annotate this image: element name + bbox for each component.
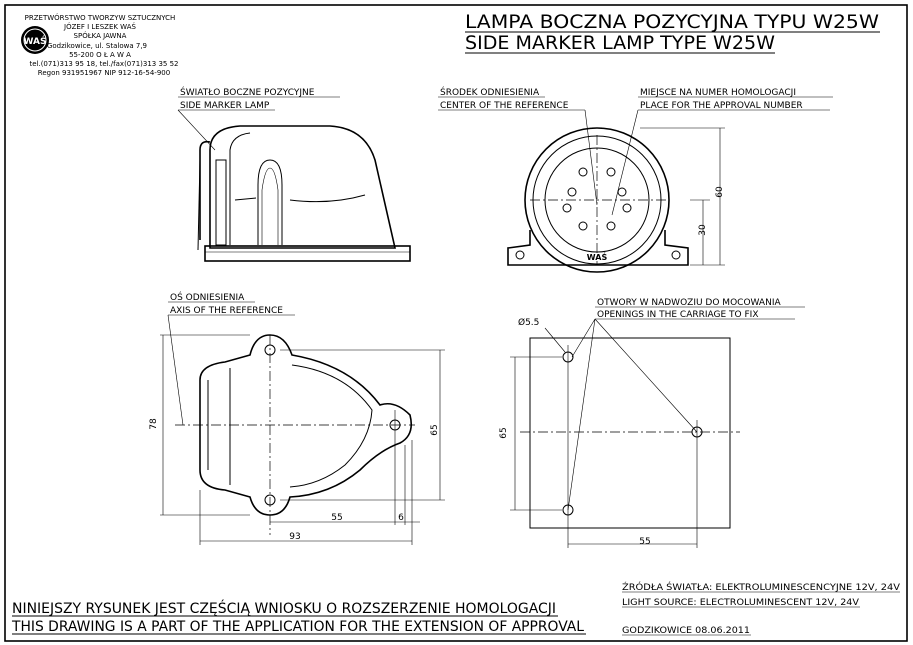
dim-top-hole-spacing: 65 — [430, 424, 440, 435]
dim-top-length-55: 55 — [331, 513, 342, 523]
label-side-lamp-en: SIDE MARKER LAMP — [180, 101, 270, 111]
dim-top-height: 78 — [149, 418, 159, 430]
top-view: 78 65 55 6 93 — [149, 334, 445, 545]
note-pl: NINIEJSZY RYSUNEK JEST CZĘŚCIĄ WNIOSKU O… — [12, 599, 556, 617]
label-approval-pl: MIEJSCE NA NUMER HOMOLOGACJI — [640, 88, 796, 98]
company-logo-text: WAŚ — [24, 35, 47, 47]
front-view: WAŚ 60 30 — [507, 127, 725, 273]
dim-height-center: 30 — [698, 224, 708, 236]
callout-labels: ŚWIATŁO BOCZNE POZYCYJNE SIDE MARKER LAM… — [167, 86, 833, 511]
side-view — [197, 125, 411, 262]
company-line: tel.(071)313 95 18, tel./fax(071)313 35 … — [29, 60, 178, 68]
light-source-en: LIGHT SOURCE: ELECTROLUMINESCENT 12V, 24… — [622, 598, 860, 608]
label-center-pl: ŚRODEK ODNIESIENIA — [440, 86, 540, 98]
label-openings-en: OPENINGS IN THE CARRIAGE TO FIX — [597, 310, 759, 320]
title-block: LAMPA BOCZNA POZYCYJNA TYPU W25W SIDE MA… — [465, 11, 880, 54]
label-axis-pl: OŚ ODNIESIENIA — [170, 291, 245, 303]
company-header: WAŚ PRZETWÓRSTWO TWORZYW SZTUCZNYCH JÓZE… — [21, 13, 179, 77]
dim-top-offset-6: 6 — [398, 513, 404, 523]
dim-top-length-93: 93 — [289, 532, 300, 542]
dim-holes-vertical: 65 — [499, 427, 509, 438]
place-date: GODZIKOWICE 08.06.2011 — [622, 626, 750, 636]
label-center-en: CENTER OF THE REFERENCE — [440, 101, 569, 111]
light-source-pl: ŹRÓDŁA ŚWIATŁA: ELEKTROLUMINESCENCYJNE 1… — [622, 581, 901, 593]
note-en: THIS DRAWING IS A PART OF THE APPLICATIO… — [11, 619, 584, 635]
company-logo — [21, 26, 49, 54]
company-line: SPÓŁKA JAWNA — [74, 31, 127, 40]
company-line: Godzikowice, ul. Stalowa 7,9 — [47, 42, 147, 50]
company-line: Regon 931951967 NIP 912-16-54-900 — [38, 69, 170, 77]
title-en: SIDE MARKER LAMP TYPE W25W — [465, 32, 775, 54]
label-openings-pl: OTWORY W NADWOZIU DO MOCOWANIA — [597, 298, 781, 308]
mounting-holes-view: Ø5.5 65 55 — [499, 317, 740, 548]
company-line: JÓZEF I LESZEK WAŚ — [63, 22, 136, 31]
footer-notes: NINIEJSZY RYSUNEK JEST CZĘŚCIĄ WNIOSKU O… — [11, 581, 901, 636]
dim-hole-diameter: Ø5.5 — [518, 317, 539, 328]
label-side-lamp-pl: ŚWIATŁO BOCZNE POZYCYJNE — [180, 86, 315, 98]
company-line: PRZETWÓRSTWO TWORZYW SZTUCZNYCH — [25, 13, 176, 22]
drawing-frame — [4, 4, 908, 642]
dim-height-total: 60 — [715, 186, 725, 198]
company-line: 55-200 O Ł A W A — [69, 51, 131, 59]
dim-holes-horizontal: 55 — [639, 537, 650, 547]
label-axis-en: AXIS OF THE REFERENCE — [170, 306, 283, 316]
front-mark: WAŚ — [587, 251, 608, 262]
label-approval-en: PLACE FOR THE APPROVAL NUMBER — [640, 101, 803, 111]
title-pl: LAMPA BOCZNA POZYCYJNA TYPU W25W — [465, 11, 879, 33]
